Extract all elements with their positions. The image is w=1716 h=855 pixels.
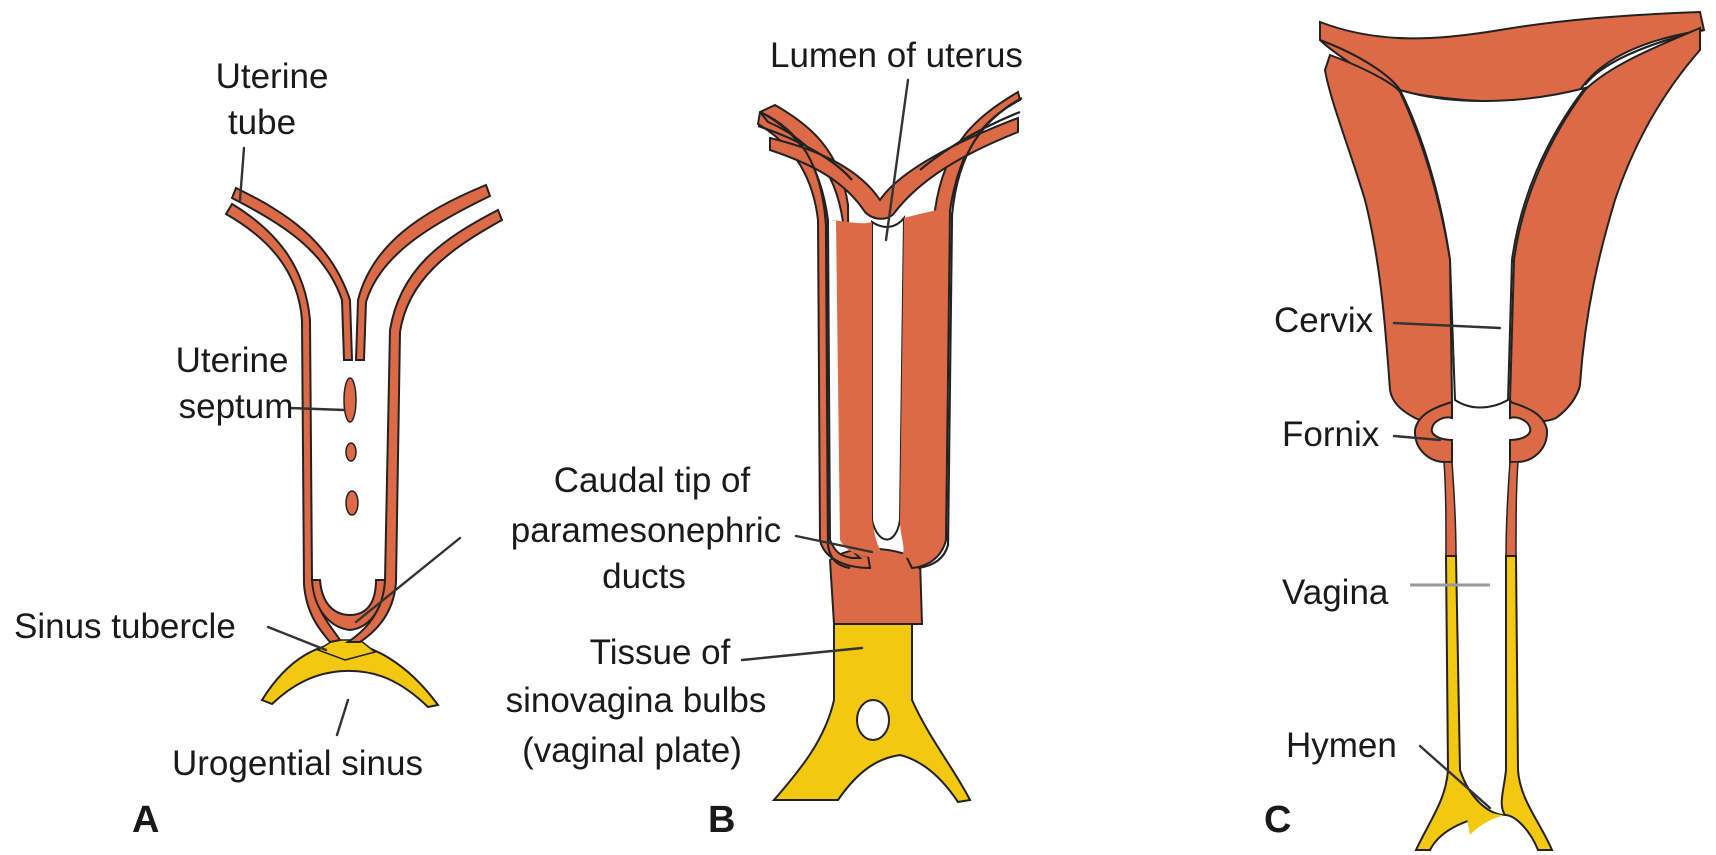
label-caudal-tip-3: ducts xyxy=(602,557,686,596)
label-tissue-3: (vaginal plate) xyxy=(522,731,742,770)
label-caudal-tip-1: Caudal tip of xyxy=(554,461,751,500)
panel-c: Cervix Fornix Vagina Hymen C xyxy=(1264,12,1704,850)
septum-remnant-1 xyxy=(344,378,356,422)
panel-a: Uterine tube Uterine septum Sinus tuberc… xyxy=(14,57,502,841)
label-uterine-tube-1: Uterine xyxy=(216,57,329,96)
uterine-lumen xyxy=(872,218,904,540)
vagina-lower-left xyxy=(1416,556,1505,850)
vagina-upper-left xyxy=(1444,462,1456,556)
leader-caudal-tip-a xyxy=(356,538,460,622)
label-urogenital-sinus: Urogential sinus xyxy=(172,744,423,783)
leader-sinus-tubercle xyxy=(268,627,326,650)
label-vagina: Vagina xyxy=(1282,573,1389,612)
label-uterine-tube-2: tube xyxy=(228,103,296,142)
panel-letter-a: A xyxy=(132,799,159,841)
panel-b: Lumen of uterus Caudal tip of paramesone… xyxy=(506,36,1023,841)
label-uterine-septum-2: septum xyxy=(179,387,294,426)
label-caudal-tip-2: paramesonephric xyxy=(511,511,781,550)
panel-letter-b: B xyxy=(708,799,735,841)
label-tissue-1: Tissue of xyxy=(590,633,731,672)
label-cervix: Cervix xyxy=(1274,301,1374,340)
label-uterine-septum-1: Uterine xyxy=(176,341,289,380)
leader-urogenital-sinus xyxy=(337,700,348,735)
vaginal-plate-hole xyxy=(857,700,889,740)
label-sinus-tubercle: Sinus tubercle xyxy=(14,607,236,646)
leader-uterine-septum xyxy=(290,408,344,410)
vagina-lower-right xyxy=(1502,556,1552,850)
uterus-body-right xyxy=(900,208,944,558)
septum-remnant-2 xyxy=(346,443,356,461)
label-hymen: Hymen xyxy=(1286,726,1397,765)
septum-remnant-3 xyxy=(346,491,358,515)
panel-letter-c: C xyxy=(1264,799,1291,841)
label-fornix: Fornix xyxy=(1282,415,1380,454)
label-tissue-2: sinovagina bulbs xyxy=(506,681,767,720)
label-lumen-of-uterus: Lumen of uterus xyxy=(770,36,1023,75)
vagina-upper-right xyxy=(1506,462,1518,556)
